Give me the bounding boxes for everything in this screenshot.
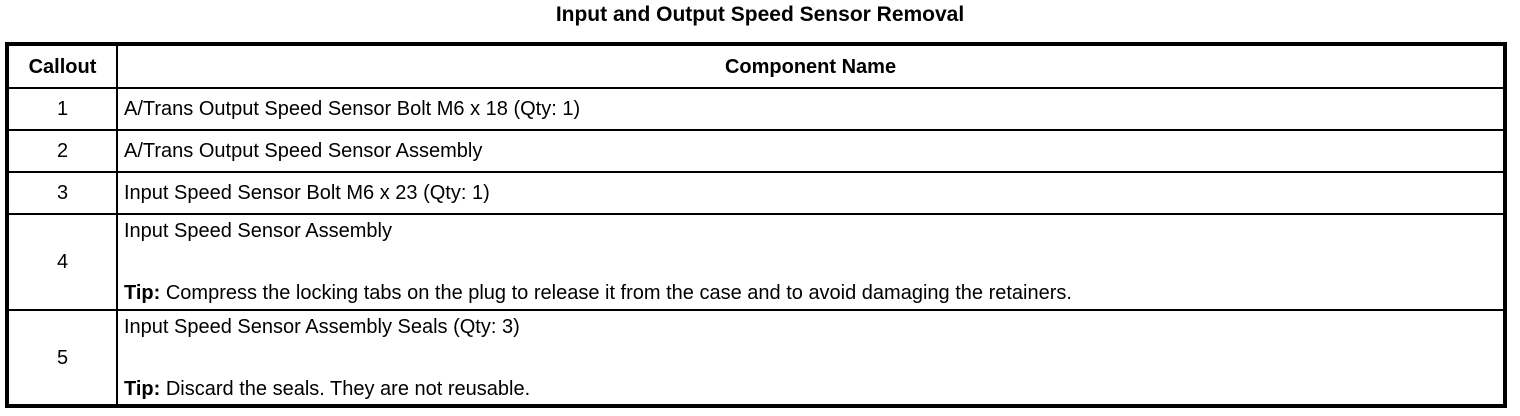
component-tip: Tip: Discard the seals. They are not reu… <box>124 378 1497 400</box>
callout-number: 3 <box>6 171 118 215</box>
component-name: Input Speed Sensor Bolt M6 x 23 (Qty: 1) <box>124 182 490 204</box>
tip-label: Tip: <box>124 282 161 304</box>
tip-text: Compress the locking tabs on the plug to… <box>165 282 1072 304</box>
component-table: Callout Component Name 1 A/Trans Output … <box>5 42 1507 408</box>
header-component-name: Component Name <box>116 43 1506 89</box>
component-name: Input Speed Sensor Assembly Seals (Qty: … <box>124 315 520 338</box>
tip-text: Discard the seals. They are not reusable… <box>165 377 531 400</box>
table-row: 1 A/Trans Output Speed Sensor Bolt M6 x … <box>6 87 1506 131</box>
header-callout: Callout <box>6 43 118 89</box>
tip-label: Tip: <box>124 377 161 400</box>
table-row: 3 Input Speed Sensor Bolt M6 x 23 (Qty: … <box>6 171 1506 215</box>
callout-number: 5 <box>6 309 118 407</box>
table-header-row: Callout Component Name <box>6 43 1506 89</box>
table-row: 2 A/Trans Output Speed Sensor Assembly <box>6 129 1506 173</box>
callout-number: 1 <box>6 87 118 131</box>
component-tip: Tip: Compress the locking tabs on the pl… <box>124 282 1497 304</box>
component-name: Input Speed Sensor Assembly <box>124 220 392 242</box>
table-row: 5 Input Speed Sensor Assembly Seals (Qty… <box>6 309 1506 407</box>
page-title: Input and Output Speed Sensor Removal <box>555 3 965 26</box>
component-name: A/Trans Output Speed Sensor Assembly <box>124 140 483 162</box>
callout-number: 4 <box>6 213 118 311</box>
table-row: 4 Input Speed Sensor Assembly Tip: Compr… <box>6 213 1506 311</box>
component-name: A/Trans Output Speed Sensor Bolt M6 x 18… <box>124 98 581 120</box>
callout-number: 2 <box>6 129 118 173</box>
